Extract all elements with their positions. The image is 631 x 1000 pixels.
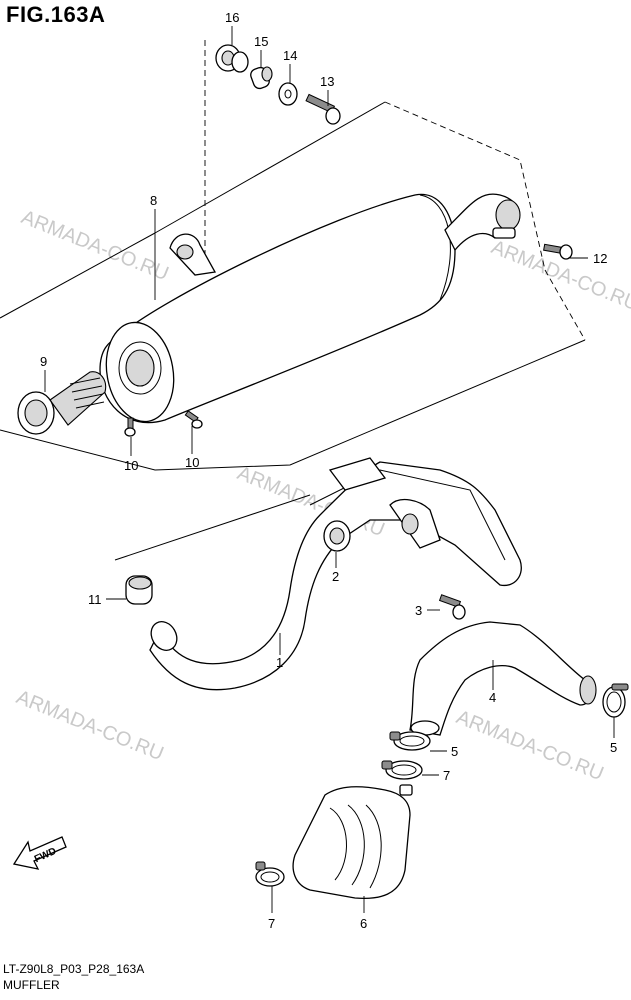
watermark: ARMADA-CO.RU [13, 686, 167, 765]
callout-8: 8 [150, 193, 157, 208]
clamp-7-lower [255, 861, 285, 887]
muffler-body [99, 193, 521, 424]
callout-9: 9 [40, 354, 47, 369]
bolt-3 [438, 594, 466, 620]
watermark: ARMADA-CO.RU [453, 706, 607, 785]
bolt-13 [305, 93, 341, 125]
grommet-16 [215, 44, 249, 73]
callout-6: 6 [360, 916, 367, 931]
callout-7-upper: 7 [443, 768, 450, 783]
figure-title: FIG.163A [6, 2, 106, 27]
diagram-name: MUFFLER [3, 978, 60, 992]
callout-15: 15 [254, 34, 268, 49]
heat-shield-6 [292, 784, 413, 900]
callout-10-left: 10 [124, 458, 138, 473]
seal-11 [125, 575, 153, 605]
screw-10-left [124, 417, 136, 437]
callout-5-left: 5 [451, 744, 458, 759]
callout-12: 12 [593, 251, 607, 266]
clamp-7-upper [381, 760, 423, 780]
callout-14: 14 [283, 48, 297, 63]
callout-16: 16 [225, 10, 239, 25]
screw-10-right [184, 410, 203, 429]
callout-5-right: 5 [610, 740, 617, 755]
clamp-5-left [389, 731, 431, 751]
callout-13: 13 [320, 74, 334, 89]
gasket-2 [323, 520, 351, 552]
callout-1: 1 [276, 655, 283, 670]
connector-pipe-4 [409, 621, 597, 736]
washer-14 [278, 82, 298, 106]
muffler-bracket [169, 233, 217, 276]
exhaust-pipe-1 [149, 457, 522, 691]
callout-4: 4 [489, 690, 496, 705]
collar-15 [250, 66, 273, 90]
callout-2: 2 [332, 569, 339, 584]
callout-10-right: 10 [185, 455, 199, 470]
callout-7-lower: 7 [268, 916, 275, 931]
callout-3: 3 [415, 603, 422, 618]
fwd-arrow: FWD [12, 836, 67, 870]
watermark: ARMADA-CO.RU [18, 206, 172, 285]
clamp-5-right [602, 683, 629, 718]
leader-lines [44, 26, 615, 913]
diagram-code: LT-Z90L8_P03_P28_163A [3, 962, 145, 976]
bolt-12 [543, 243, 573, 260]
spark-arrester-9 [17, 371, 107, 435]
assembly-frame [0, 40, 586, 561]
callout-11: 11 [88, 592, 102, 607]
